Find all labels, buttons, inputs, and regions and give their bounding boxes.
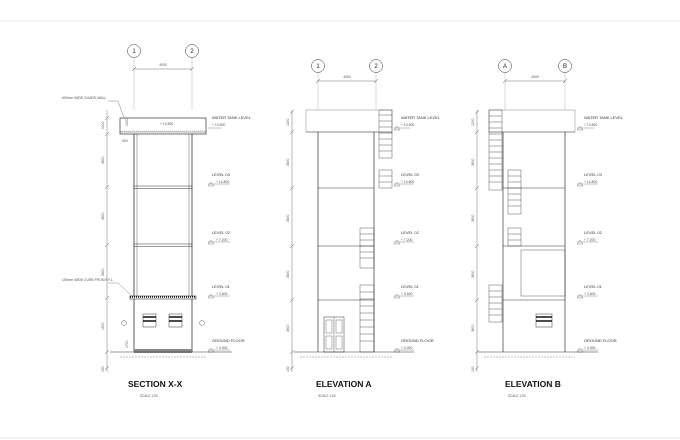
small-dim-1: 1200 — [125, 118, 129, 126]
grid-dim: 4000 — [343, 75, 351, 79]
grid-dim: 4000 — [159, 63, 167, 67]
level-value: + 7.200 — [584, 238, 596, 242]
level-name: LEVEL 03 — [212, 172, 231, 177]
level-name: LEVEL 01 — [212, 284, 231, 289]
level-value: + 3.600 — [401, 292, 413, 296]
level-value: + 3.600 — [584, 292, 596, 296]
level-name: LEVEL 01 — [584, 284, 603, 289]
drawing-scale: SCALE 1:00 — [508, 394, 526, 398]
height-dim-1: 1200 — [101, 121, 105, 129]
level-value: + 10.800 — [584, 180, 597, 184]
level-value: + 10.800 — [216, 180, 229, 184]
level-name: WATER TANK LEVEL — [212, 115, 252, 120]
level-value: + 0.000 — [584, 346, 596, 350]
level-value: + 10.800 — [401, 180, 414, 184]
level-name: LEVEL 02 — [401, 230, 420, 235]
grid-label-1: 1 — [132, 49, 136, 55]
height-dim-3: 3600 — [101, 212, 105, 220]
section-x-x — [104, 44, 232, 372]
level-name: WATER TANK LEVEL — [584, 115, 624, 120]
grid-dim: 4000 — [531, 75, 539, 79]
level-value: + 13.500 — [212, 123, 225, 127]
level-name: LEVEL 03 — [401, 172, 420, 177]
elevation-b-text: A B 4000 1200 3600 3600 3600 3600 150 WA… — [471, 64, 624, 398]
height-dim-4: 3600 — [286, 270, 290, 278]
level-value: + 13.500 — [584, 123, 597, 127]
height-dim-2: 3600 — [101, 156, 105, 164]
height-dim-1: 1200 — [471, 118, 475, 126]
note-curb: 150mm WIDE CURB FROM F.F.L. — [62, 278, 114, 282]
note-guard-wall: 600mm WIDE GUARD WALL — [62, 96, 106, 100]
level-value: + 0.000 — [401, 346, 413, 350]
drawing-title: SECTION X-X — [128, 379, 183, 389]
height-dim-4: 3600 — [101, 268, 105, 276]
ladder — [359, 109, 393, 353]
level-name: GROUND FLOOR — [401, 338, 434, 343]
tank-level-value: + 13.500 — [160, 122, 173, 126]
height-dim-3: 3600 — [286, 214, 290, 222]
height-dim-5: 3600 — [286, 324, 290, 332]
elevation-a-text: 1 2 4000 1200 3600 3600 3600 3600 150 WA… — [286, 64, 441, 398]
elevation-a — [289, 59, 414, 372]
grid-label-1: 1 — [316, 64, 320, 70]
level-value: + 0.000 — [216, 346, 228, 350]
level-name: GROUND FLOOR — [212, 338, 245, 343]
level-name: LEVEL 01 — [401, 284, 420, 289]
height-dim-1: 1200 — [286, 118, 290, 126]
level-name: LEVEL 03 — [584, 172, 603, 177]
drawing-title: ELEVATION A — [316, 379, 372, 389]
ladder — [488, 109, 522, 323]
height-dim-4: 3600 — [471, 270, 475, 278]
small-dim-2: 600 — [122, 139, 128, 143]
grid-label-2: 2 — [190, 49, 194, 55]
level-name: LEVEL 02 — [212, 230, 231, 235]
grid-label-a: A — [503, 64, 507, 70]
height-dim-5: 3600 — [471, 324, 475, 332]
level-name: WATER TANK LEVEL — [401, 115, 441, 120]
grid-label-2: 2 — [374, 64, 378, 70]
height-dim-2: 3600 — [286, 158, 290, 166]
drawing-title: ELEVATION B — [505, 379, 561, 389]
grid-label-b: B — [563, 64, 567, 70]
height-dim-6: 150 — [286, 366, 290, 372]
height-dim-6: 150 — [101, 366, 105, 372]
section-x-x-text: 1 2 4000 600mm WIDE GUARD WALL 150mm WID… — [62, 49, 252, 398]
level-name: LEVEL 02 — [584, 230, 603, 235]
level-value: + 7.200 — [401, 238, 413, 242]
small-dim-3: 1700 — [125, 340, 129, 348]
height-dim-5: 1500 — [101, 322, 105, 330]
drawing-scale: SCALE 1:00 — [318, 394, 336, 398]
height-dim-3: 3600 — [471, 214, 475, 222]
water-tank — [119, 117, 207, 135]
drawing-scale: SCALE 1:00 — [140, 394, 158, 398]
level-value: + 7.200 — [216, 238, 228, 242]
level-name: GROUND FLOOR — [584, 338, 617, 343]
height-dim-2: 3600 — [471, 158, 475, 166]
level-value: + 3.600 — [216, 292, 228, 296]
elevation-b — [474, 59, 598, 372]
level-value: + 13.500 — [401, 123, 414, 127]
height-dim-6: 150 — [471, 366, 475, 372]
